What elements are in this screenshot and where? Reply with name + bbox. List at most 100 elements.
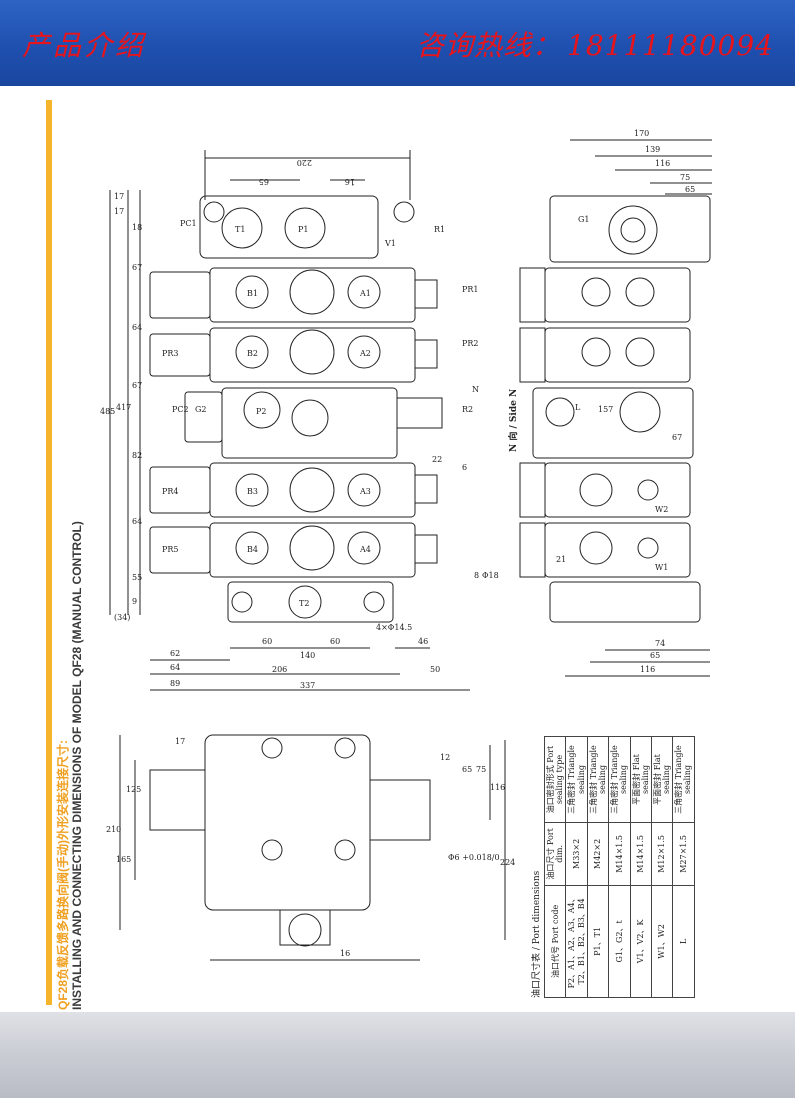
dim-60b: 60 — [330, 637, 340, 646]
port-G2: G2 — [195, 405, 206, 414]
footer-band — [0, 1012, 795, 1098]
port-A4: A4 — [359, 545, 371, 554]
dim-206: 206 — [272, 665, 287, 674]
label-PR3: PR3 — [162, 349, 179, 358]
dim-165: 165 — [116, 855, 131, 864]
dim-210: 210 — [106, 825, 121, 834]
cell-dim: M14×1.5 — [608, 822, 630, 886]
inlet-section — [199, 195, 379, 259]
cell-dim: M33×2 — [565, 822, 588, 886]
dim-8: 8 — [474, 571, 479, 580]
cell-dim: M42×2 — [587, 822, 609, 886]
dim-46: 46 — [418, 637, 428, 646]
dim-55: 55 — [132, 573, 142, 582]
hotline-number: 18111180094 — [567, 29, 774, 62]
label-R2: R2 — [462, 405, 473, 414]
dim-75: 75 — [680, 173, 690, 182]
dim-337: 337 — [300, 681, 315, 690]
cell-code: G1、G2、t — [608, 885, 630, 998]
dim-phi18: Φ18 — [482, 571, 499, 580]
dim-17c: 17 — [175, 737, 185, 746]
dim-116a: 116 — [655, 159, 670, 168]
hotline: 咨询热线：18111180094 — [410, 24, 774, 64]
dim-140: 140 — [300, 651, 315, 660]
dim-224: 224 — [500, 858, 515, 867]
dim-60a: 60 — [262, 637, 272, 646]
label-PR4: PR4 — [162, 487, 179, 496]
label-N: N — [472, 385, 479, 394]
dim-170: 170 — [634, 129, 649, 138]
page-title: 产品介绍 — [22, 29, 147, 62]
label-R1: R1 — [434, 225, 445, 234]
dim-64b: 64 — [132, 517, 142, 526]
port-A2: A2 — [359, 349, 371, 358]
dim-6: 6 — [462, 463, 467, 472]
port-A3: A3 — [359, 487, 371, 496]
dim-65d: 65 — [462, 765, 472, 774]
accent-bar — [46, 100, 52, 1005]
dim-74: 74 — [655, 639, 665, 648]
cell-code: P1、T1 — [587, 885, 609, 998]
section-4 — [209, 522, 416, 578]
dim-220: 220 — [297, 158, 312, 167]
dim-50: 50 — [430, 665, 440, 674]
dim-12: 12 — [440, 753, 450, 762]
table-caption: 油口尺寸表 / Port dimensions — [532, 870, 542, 998]
dim-65c: 65 — [650, 651, 660, 660]
dim-34: (34) — [114, 613, 130, 622]
dim-82: 82 — [132, 451, 142, 460]
outlet-section — [227, 581, 394, 623]
label-L: L — [575, 403, 581, 412]
header-port-dim: 油口尺寸 Port dim. — [544, 822, 566, 886]
dim-67b: 67 — [132, 381, 142, 390]
dim-64a: 64 — [132, 323, 142, 332]
section-3 — [209, 462, 416, 518]
dim-16b: 16 — [340, 949, 350, 958]
port-A1: A1 — [359, 289, 371, 298]
dim-holes: 4×Φ14.5 — [376, 623, 412, 632]
label-PC1: PC1 — [180, 219, 197, 228]
port-B4: B4 — [247, 545, 258, 554]
cell-seal: 平面密封 Flat sealing — [651, 736, 673, 823]
dim-65b: 65 — [685, 185, 695, 194]
dim-9: 9 — [132, 597, 137, 606]
header-sealing-type: 油口密封形式 Port sealing type — [544, 736, 566, 823]
dim-62: 62 — [170, 649, 180, 658]
dim-17b: 17 — [114, 207, 124, 216]
cell-seal: 三角密封 Triangle sealing — [672, 736, 695, 823]
label-G1: G1 — [578, 215, 589, 224]
dim-67a: 67 — [132, 263, 142, 272]
hotline-label: 咨询热线： — [416, 29, 562, 62]
dim-21: 21 — [556, 555, 566, 564]
cell-code: L — [672, 885, 695, 998]
port-T2: T2 — [299, 599, 309, 608]
port-P1: P1 — [298, 225, 308, 234]
port-P2: P2 — [256, 407, 266, 416]
dim-22: 22 — [432, 455, 442, 464]
dim-75b: 75 — [476, 765, 486, 774]
label-PR2: PR2 — [462, 339, 479, 348]
dim-116c: 116 — [490, 783, 505, 792]
header-banner: 产品介绍 咨询热线：18111180094 — [0, 0, 795, 86]
cell-code: W1、W2 — [651, 885, 673, 998]
label-W1: W1 — [655, 563, 668, 572]
dim-17a: 17 — [114, 192, 124, 201]
cell-seal: 平面密封 Flat sealing — [630, 736, 652, 823]
cell-seal: 三角密封 Triangle sealing — [565, 736, 588, 823]
cell-seal: 三角密封 Triangle sealing — [587, 736, 609, 823]
cell-seal: 三角密封 Triangle sealing — [608, 736, 630, 823]
dim-16: 16 — [345, 177, 355, 186]
cell-dim: M27×1.5 — [672, 822, 695, 886]
label-W2: W2 — [655, 505, 668, 514]
port-dimensions-table: 油口尺寸表 / Port dimensions 油口代号 Port code 油… — [529, 736, 743, 998]
side-view-label: N 向 / Side N — [509, 388, 519, 452]
dim-phi6: Φ6 +0.018/0 — [448, 853, 500, 862]
cell-dim: M12×1.5 — [651, 822, 673, 886]
